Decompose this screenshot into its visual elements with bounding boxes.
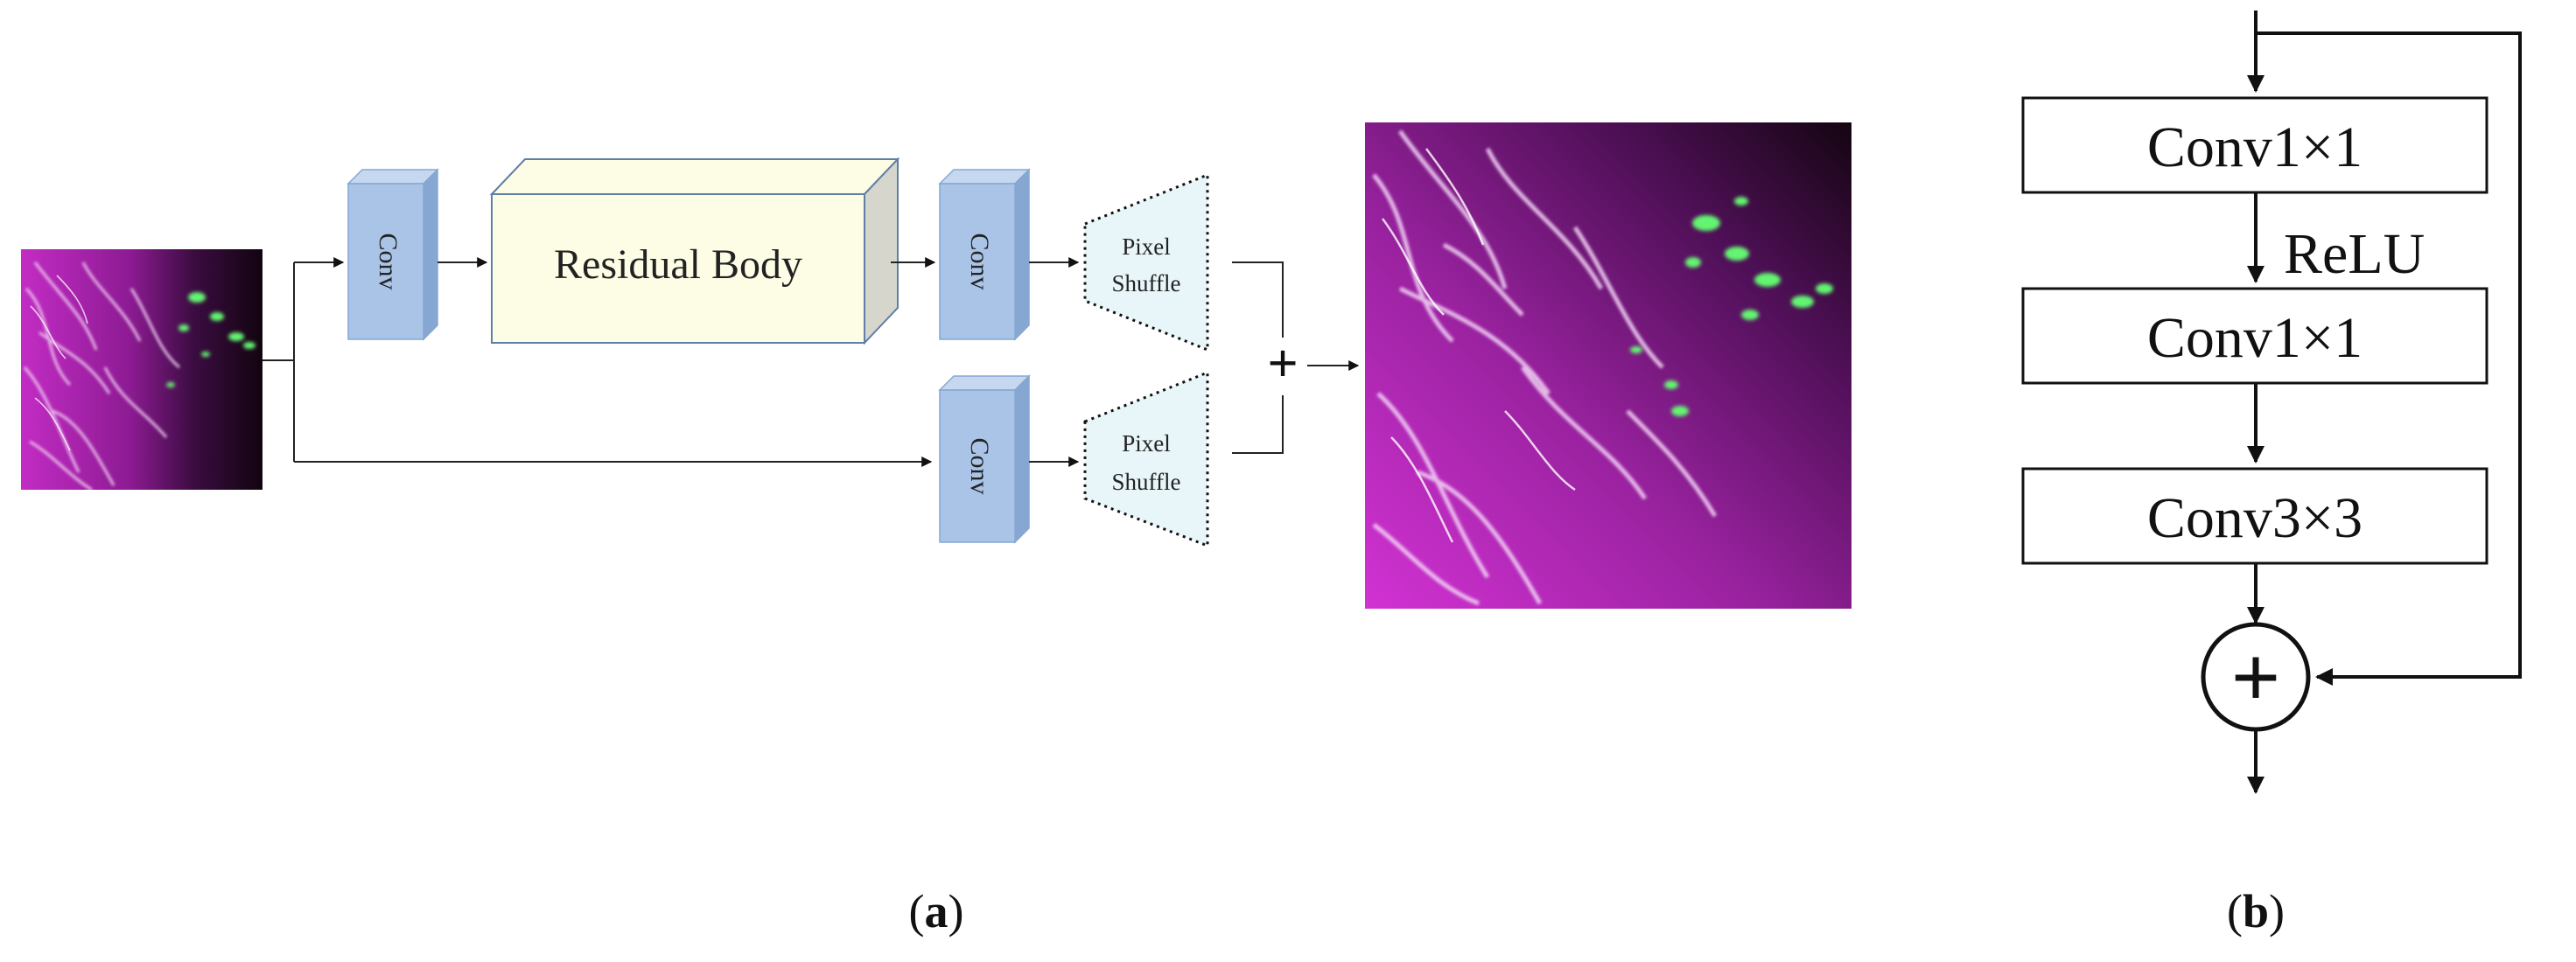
pixel-shuffle-block-2: Pixel Shuffle	[1083, 370, 1209, 548]
conv1x1-block-2: Conv1×1	[2021, 287, 2488, 385]
conv3x3-block-label: Conv3×3	[2147, 486, 2362, 550]
conv-block-2-label: Conv	[965, 233, 994, 289]
caption-b-open: (	[2227, 885, 2243, 938]
svg-text:(a): (a)	[909, 885, 964, 938]
conv3x3-block: Conv3×3	[2021, 467, 2488, 565]
panel-b: Conv1×1 ReLU Conv1×1 Conv3×3 + (b)	[2021, 10, 2522, 938]
caption-a: (a)	[909, 885, 964, 938]
conv-block-3-label: Conv	[965, 437, 994, 494]
caption-a-close: )	[948, 885, 964, 938]
pixel-shuffle-1-line1: Pixel	[1122, 234, 1171, 260]
residual-body-block: Residual Body	[489, 157, 900, 345]
panel-a: Conv Residual Body Conv Pixel Shuffle	[21, 122, 1852, 938]
conv1x1-block-2-label: Conv1×1	[2147, 306, 2362, 370]
relu-label: ReLU	[2284, 222, 2425, 286]
input-image	[21, 249, 262, 490]
conv-block-1-label: Conv	[374, 233, 402, 289]
pixel-shuffle-2-line2: Shuffle	[1112, 469, 1181, 495]
caption-a-open: (	[909, 885, 925, 938]
conv-block-2: Conv	[938, 168, 1031, 341]
sum-node-b: +	[2201, 622, 2311, 732]
caption-a-letter: a	[925, 885, 948, 938]
conv1x1-block-1-label: Conv1×1	[2147, 115, 2362, 179]
residual-body-label: Residual Body	[554, 241, 802, 288]
input-branch-connectors	[262, 257, 933, 467]
merge-connectors	[1232, 261, 1284, 454]
pixel-shuffle-block-1: Pixel Shuffle	[1083, 172, 1209, 352]
svg-text:(b): (b)	[2227, 885, 2285, 938]
conv-block-3: Conv	[938, 374, 1031, 544]
pixel-shuffle-2-line1: Pixel	[1122, 430, 1171, 457]
caption-b-letter: b	[2243, 885, 2269, 938]
conv-block-1: Conv	[346, 168, 439, 341]
conv1x1-block-1: Conv1×1	[2021, 96, 2488, 194]
caption-b-close: )	[2269, 885, 2285, 938]
output-image	[1365, 122, 1852, 609]
pixel-shuffle-1-line2: Shuffle	[1112, 270, 1181, 296]
sum-symbol-b: +	[2231, 629, 2281, 726]
caption-b: (b)	[2227, 885, 2285, 938]
sum-symbol-a: +	[1267, 334, 1298, 394]
